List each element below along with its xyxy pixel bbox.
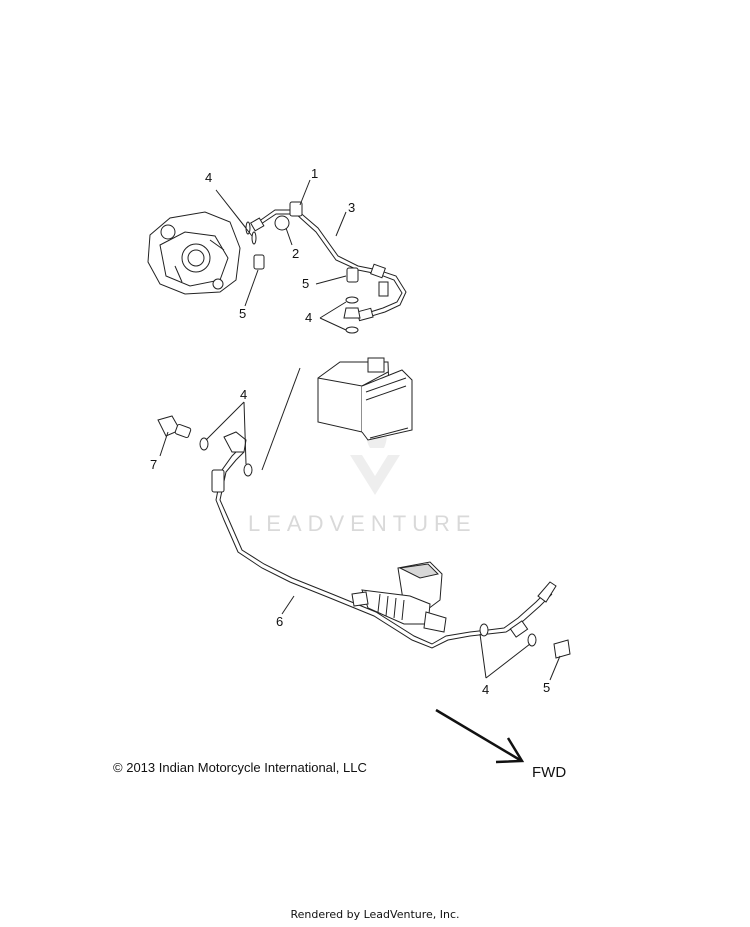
leader-lines-lower bbox=[159, 401, 561, 681]
leader-lines-upper bbox=[215, 179, 347, 331]
lower-brake-line bbox=[211, 431, 557, 649]
callout-5-upper-right: 5 bbox=[302, 276, 309, 291]
callout-7: 7 bbox=[150, 457, 157, 472]
upper-brake-line bbox=[249, 201, 407, 322]
banjo-bolt-lower bbox=[157, 415, 571, 659]
watermark-text: LEADVENTURE bbox=[248, 511, 477, 536]
brake-caliper bbox=[147, 211, 241, 295]
callout-6: 6 bbox=[276, 614, 283, 629]
callout-4-upper-left: 4 bbox=[205, 170, 212, 185]
callout-4-upper-right: 4 bbox=[305, 310, 312, 325]
banjo-bolt-upper bbox=[253, 215, 359, 283]
copyright-notice: © 2013 Indian Motorcycle International, … bbox=[113, 760, 367, 775]
crush-washers-upper bbox=[245, 221, 361, 334]
callout-3: 3 bbox=[348, 200, 355, 215]
callout-2: 2 bbox=[292, 246, 299, 261]
copyright-symbol: © bbox=[113, 760, 123, 775]
callout-5-upper-left: 5 bbox=[239, 306, 246, 321]
callout-1: 1 bbox=[311, 166, 318, 181]
abs-module bbox=[261, 357, 413, 471]
callout-4-lower-right: 4 bbox=[482, 682, 489, 697]
render-footer: Rendered by LeadVenture, Inc. bbox=[290, 908, 460, 921]
forward-arrow bbox=[435, 708, 525, 764]
master-cylinder bbox=[351, 561, 447, 633]
crush-washers-lower bbox=[199, 437, 537, 647]
callout-4-lower-left: 4 bbox=[240, 387, 247, 402]
fwd-label: FWD bbox=[532, 764, 567, 781]
callout-5-lower-right: 5 bbox=[543, 680, 550, 695]
copyright-text: 2013 Indian Motorcycle International, LL… bbox=[126, 760, 367, 775]
